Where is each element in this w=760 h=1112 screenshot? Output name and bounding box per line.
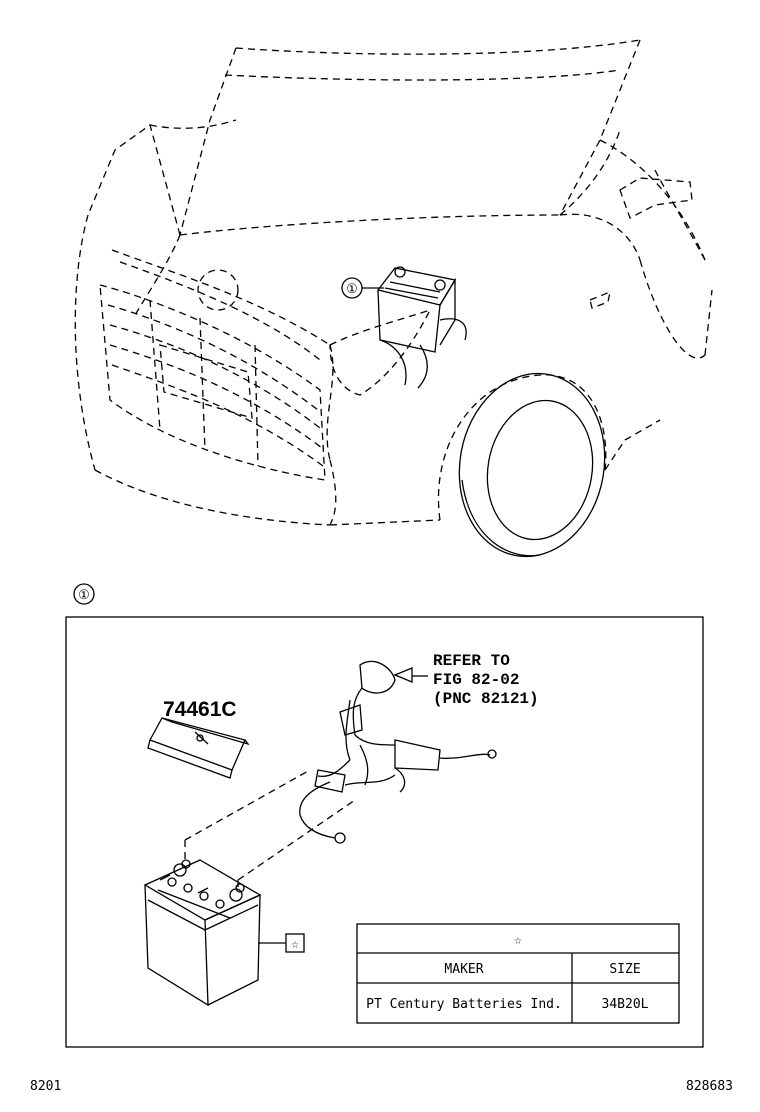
star-box <box>285 933 305 953</box>
table-column-maker: MAKER <box>444 962 483 977</box>
table-cell-size: 34B20L <box>602 997 649 1012</box>
connection-lines <box>184 769 356 890</box>
footer-right-code: 828683 <box>686 1079 733 1094</box>
battery-cable-harness <box>299 660 497 844</box>
detail-frame <box>65 616 704 1048</box>
battery <box>143 859 262 1007</box>
car-callout-number: ① <box>346 282 358 297</box>
detail-callout-number: ① <box>78 588 90 603</box>
battery-hold-down-clamp <box>147 717 250 779</box>
star-box-symbol: ☆ <box>291 937 299 952</box>
battery-in-vehicle <box>376 266 467 389</box>
footer-left-code: 8201 <box>30 1079 61 1094</box>
part-number-label: 74461C <box>163 698 237 721</box>
callout-circle-detail <box>73 583 95 605</box>
reference-line-1: REFER TO <box>433 652 510 670</box>
spec-table-grid <box>356 923 680 1024</box>
car-body-outline <box>74 39 713 526</box>
front-wheel <box>458 372 606 558</box>
callout-circle-car <box>341 277 384 299</box>
reference-line-2: FIG 82-02 <box>433 671 519 689</box>
table-cell-maker: PT Century Batteries Ind. <box>366 997 562 1012</box>
table-header-symbol: ☆ <box>514 933 522 948</box>
table-column-size: SIZE <box>609 962 640 977</box>
reference-line-3: (PNC 82121) <box>433 690 539 708</box>
